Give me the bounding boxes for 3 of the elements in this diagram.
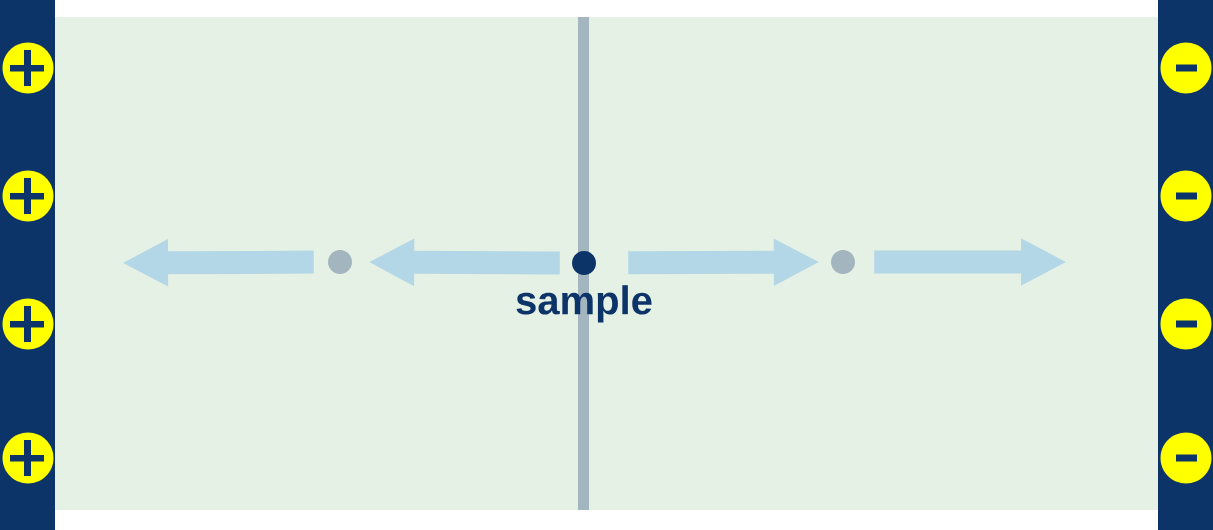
band-dot (328, 250, 352, 274)
node-label: sample (516, 285, 652, 323)
band-dot (831, 250, 855, 274)
